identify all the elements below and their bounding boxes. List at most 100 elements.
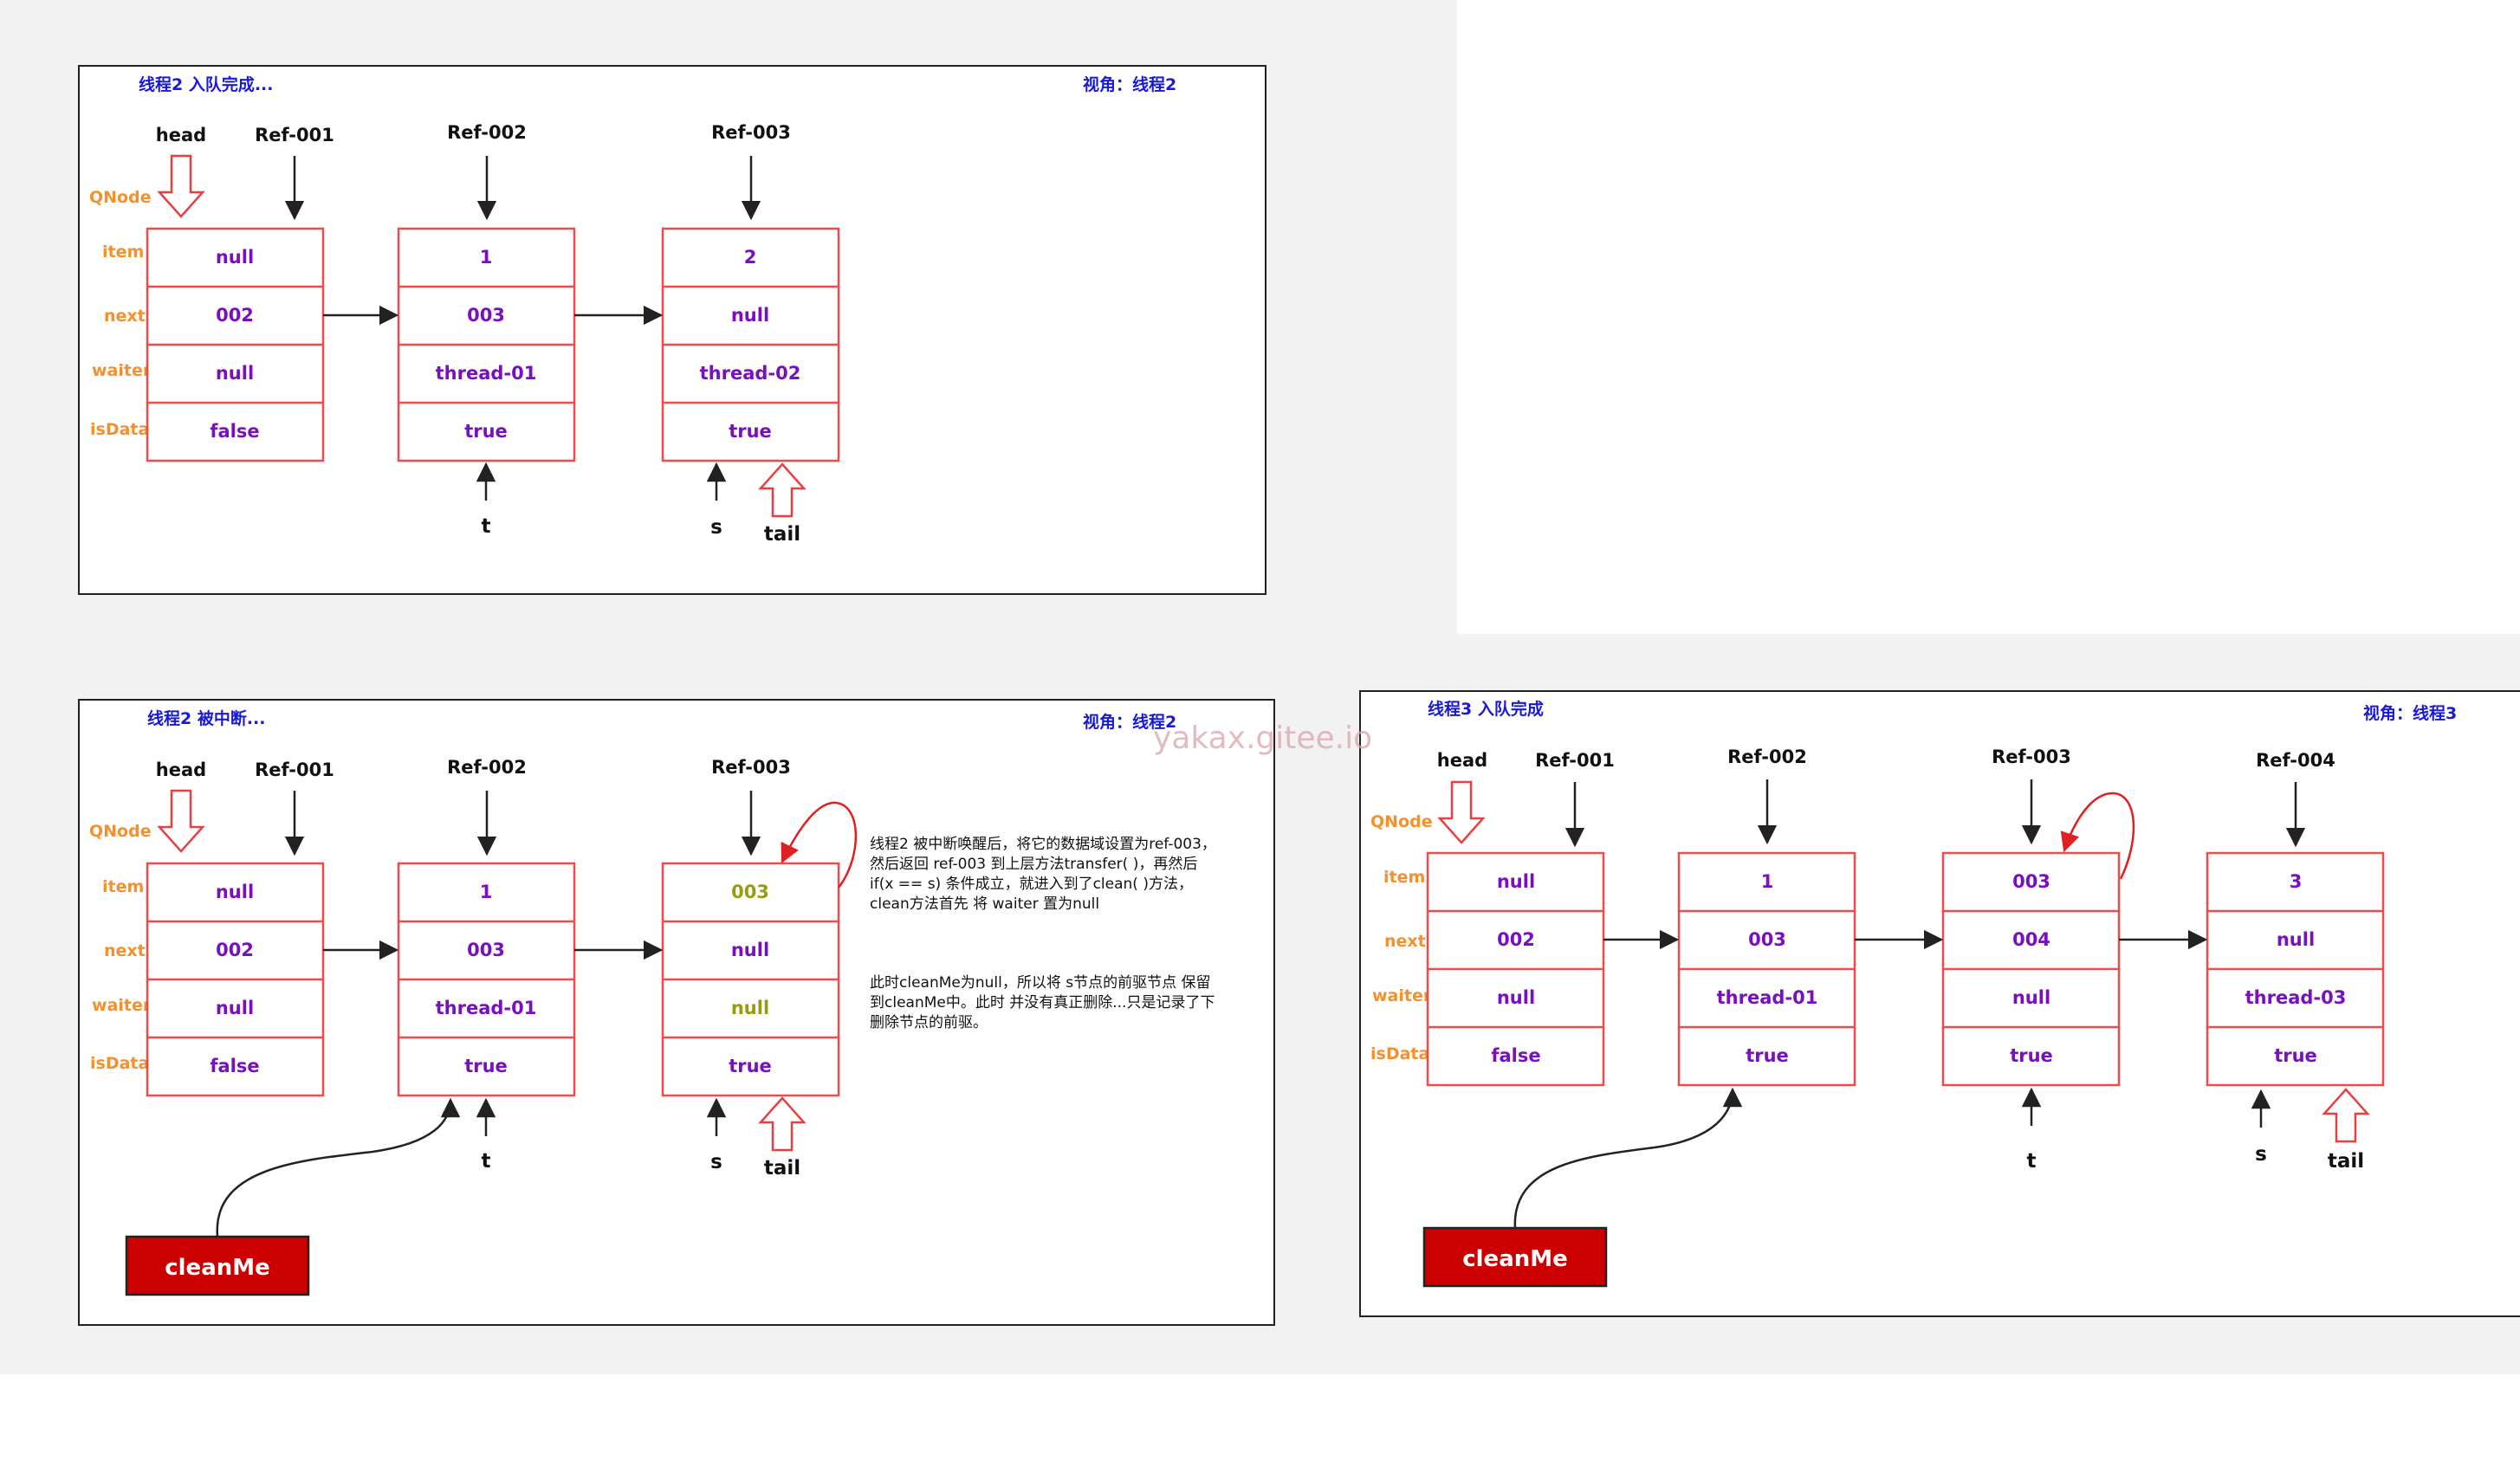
- s-label: s: [2255, 1143, 2267, 1166]
- panel-1-title: 线程2 入队完成...: [139, 74, 274, 94]
- cell-item: 1: [480, 882, 493, 902]
- cell-next: 004: [2012, 929, 2050, 950]
- queue-node: 1 003 thread-01 true: [1677, 851, 1856, 1087]
- note-line: 到cleanMe中。此时 并没有真正删除...只是记录了下: [870, 994, 1215, 1011]
- tail-hollow-arrow: [758, 1096, 807, 1152]
- s-label: s: [710, 1151, 722, 1173]
- head-hollow-arrow: [157, 789, 205, 853]
- cell-waiter: thread-01: [436, 998, 537, 1018]
- head-label: head: [156, 759, 206, 780]
- node-ref-label: Ref-003: [1992, 746, 2071, 767]
- t-label: t: [482, 1150, 491, 1173]
- queue-node: 3 null thread-03 true: [2206, 851, 2385, 1087]
- row-label-qnode: QNode: [1370, 812, 1433, 831]
- cell-item: null: [216, 247, 254, 268]
- node-ref-label: Ref-003: [711, 122, 791, 143]
- row-label-item: item: [1383, 868, 1425, 887]
- tail-label: tail: [764, 523, 800, 546]
- cell-isdata: true: [1746, 1045, 1789, 1066]
- clean-me-arrow: [1513, 1087, 1743, 1229]
- clean-me-box: cleanMe: [1422, 1226, 1608, 1288]
- node-ref-label: Ref-001: [255, 125, 334, 145]
- row-label-isdata: isData: [90, 1054, 149, 1073]
- tail-hollow-arrow: [2322, 1088, 2370, 1143]
- cell-isdata: true: [464, 421, 508, 442]
- cell-isdata: true: [2010, 1045, 2053, 1066]
- cell-next: 003: [467, 305, 505, 326]
- cell-item: null: [1497, 871, 1535, 892]
- note-line: 删除节点的前驱。: [870, 1014, 988, 1031]
- tail-hollow-arrow: [758, 462, 807, 518]
- note-line: clean方法首先 将 waiter 置为null: [870, 895, 1099, 913]
- tail-label: tail: [764, 1157, 800, 1179]
- cell-next: 003: [1748, 929, 1786, 950]
- note-line: 然后返回 ref-003 到上层方法transfer( )，再然后: [870, 856, 1197, 873]
- note-line: 线程2 被中断唤醒后，将它的数据域设置为ref-003，: [870, 836, 1216, 853]
- head-hollow-arrow: [1437, 780, 1486, 844]
- cell-waiter: thread-01: [1717, 987, 1818, 1008]
- queue-node: 1 003 thread-01 true: [397, 227, 576, 462]
- node-ref-label: Ref-002: [1727, 746, 1807, 767]
- row-label-item: item: [102, 242, 144, 262]
- note-line: if(x == s) 条件成立，就进入到了clean( )方法，: [870, 876, 1193, 893]
- t-label: t: [2027, 1150, 2037, 1173]
- explanation-note-2: 此时cleanMe为null，所以将 s节点的前驱节点 保留 到cleanMe中…: [870, 974, 1215, 1031]
- cell-isdata: false: [210, 421, 259, 442]
- cell-waiter: null: [2012, 987, 2050, 1008]
- cell-item: 1: [480, 247, 493, 268]
- cell-item-changed: 003: [731, 882, 769, 902]
- node-ref-label: Ref-002: [447, 757, 527, 778]
- cell-isdata: true: [729, 421, 772, 442]
- head-label: head: [1437, 750, 1487, 771]
- row-label-waiter: waiter: [92, 361, 152, 380]
- tail-label: tail: [2328, 1150, 2364, 1173]
- row-label-next: next: [104, 307, 146, 326]
- queue-node: 2 null thread-02 true: [661, 227, 840, 462]
- row-label-next: next: [104, 941, 146, 960]
- row-label-isdata: isData: [90, 420, 149, 439]
- clean-me-label: cleanMe: [1462, 1246, 1568, 1272]
- cell-item: 1: [1761, 871, 1774, 892]
- clean-me-arrow: [216, 1097, 461, 1238]
- cell-next: null: [2277, 929, 2315, 950]
- self-reference-arrow: [781, 801, 858, 889]
- cell-next: 002: [1497, 929, 1535, 950]
- queue-node: null 002 null false: [1426, 851, 1605, 1087]
- queue-node: null 002 null false: [146, 862, 325, 1097]
- panel-3-title: 线程3 入队完成: [1428, 699, 1544, 719]
- head-hollow-arrow: [157, 154, 205, 218]
- cell-isdata: true: [2274, 1045, 2317, 1066]
- clean-me-label: cleanMe: [165, 1255, 270, 1281]
- cell-item: null: [216, 882, 254, 902]
- cell-item: 003: [2012, 871, 2050, 892]
- cell-waiter: null: [216, 363, 254, 384]
- cell-waiter: thread-02: [700, 363, 801, 384]
- clean-me-box: cleanMe: [125, 1235, 310, 1296]
- cell-waiter: thread-01: [436, 363, 537, 384]
- queue-node: 003 004 null true: [1941, 851, 2121, 1087]
- row-label-qnode: QNode: [89, 822, 152, 841]
- t-label: t: [482, 515, 491, 538]
- watermark: yakax.gitee.io: [1153, 721, 1372, 756]
- node-ref-label: Ref-001: [255, 759, 334, 780]
- cell-isdata: true: [729, 1056, 772, 1076]
- cell-waiter: thread-03: [2245, 987, 2347, 1008]
- node-ref-label: Ref-002: [447, 122, 527, 143]
- explanation-note-1: 线程2 被中断唤醒后，将它的数据域设置为ref-003， 然后返回 ref-00…: [870, 836, 1216, 913]
- node-ref-label: Ref-003: [711, 757, 791, 778]
- cell-next: 002: [216, 940, 254, 960]
- node-ref-label: Ref-001: [1535, 750, 1615, 771]
- cell-next: null: [731, 305, 769, 326]
- panel-2-view-label: 视角：线程2: [1083, 712, 1176, 732]
- cell-item: 3: [2290, 871, 2303, 892]
- panel-3-view-label: 视角：线程3: [2363, 703, 2457, 723]
- queue-node: 003 null null true: [661, 862, 840, 1097]
- cell-isdata: true: [464, 1056, 508, 1076]
- cell-isdata: false: [1491, 1045, 1540, 1066]
- node-ref-label: Ref-004: [2256, 750, 2335, 771]
- queue-node: null 002 null false: [146, 227, 325, 462]
- panel-1-view-label: 视角：线程2: [1083, 74, 1176, 94]
- s-label: s: [710, 516, 722, 539]
- row-label-waiter: waiter: [1372, 986, 1432, 1005]
